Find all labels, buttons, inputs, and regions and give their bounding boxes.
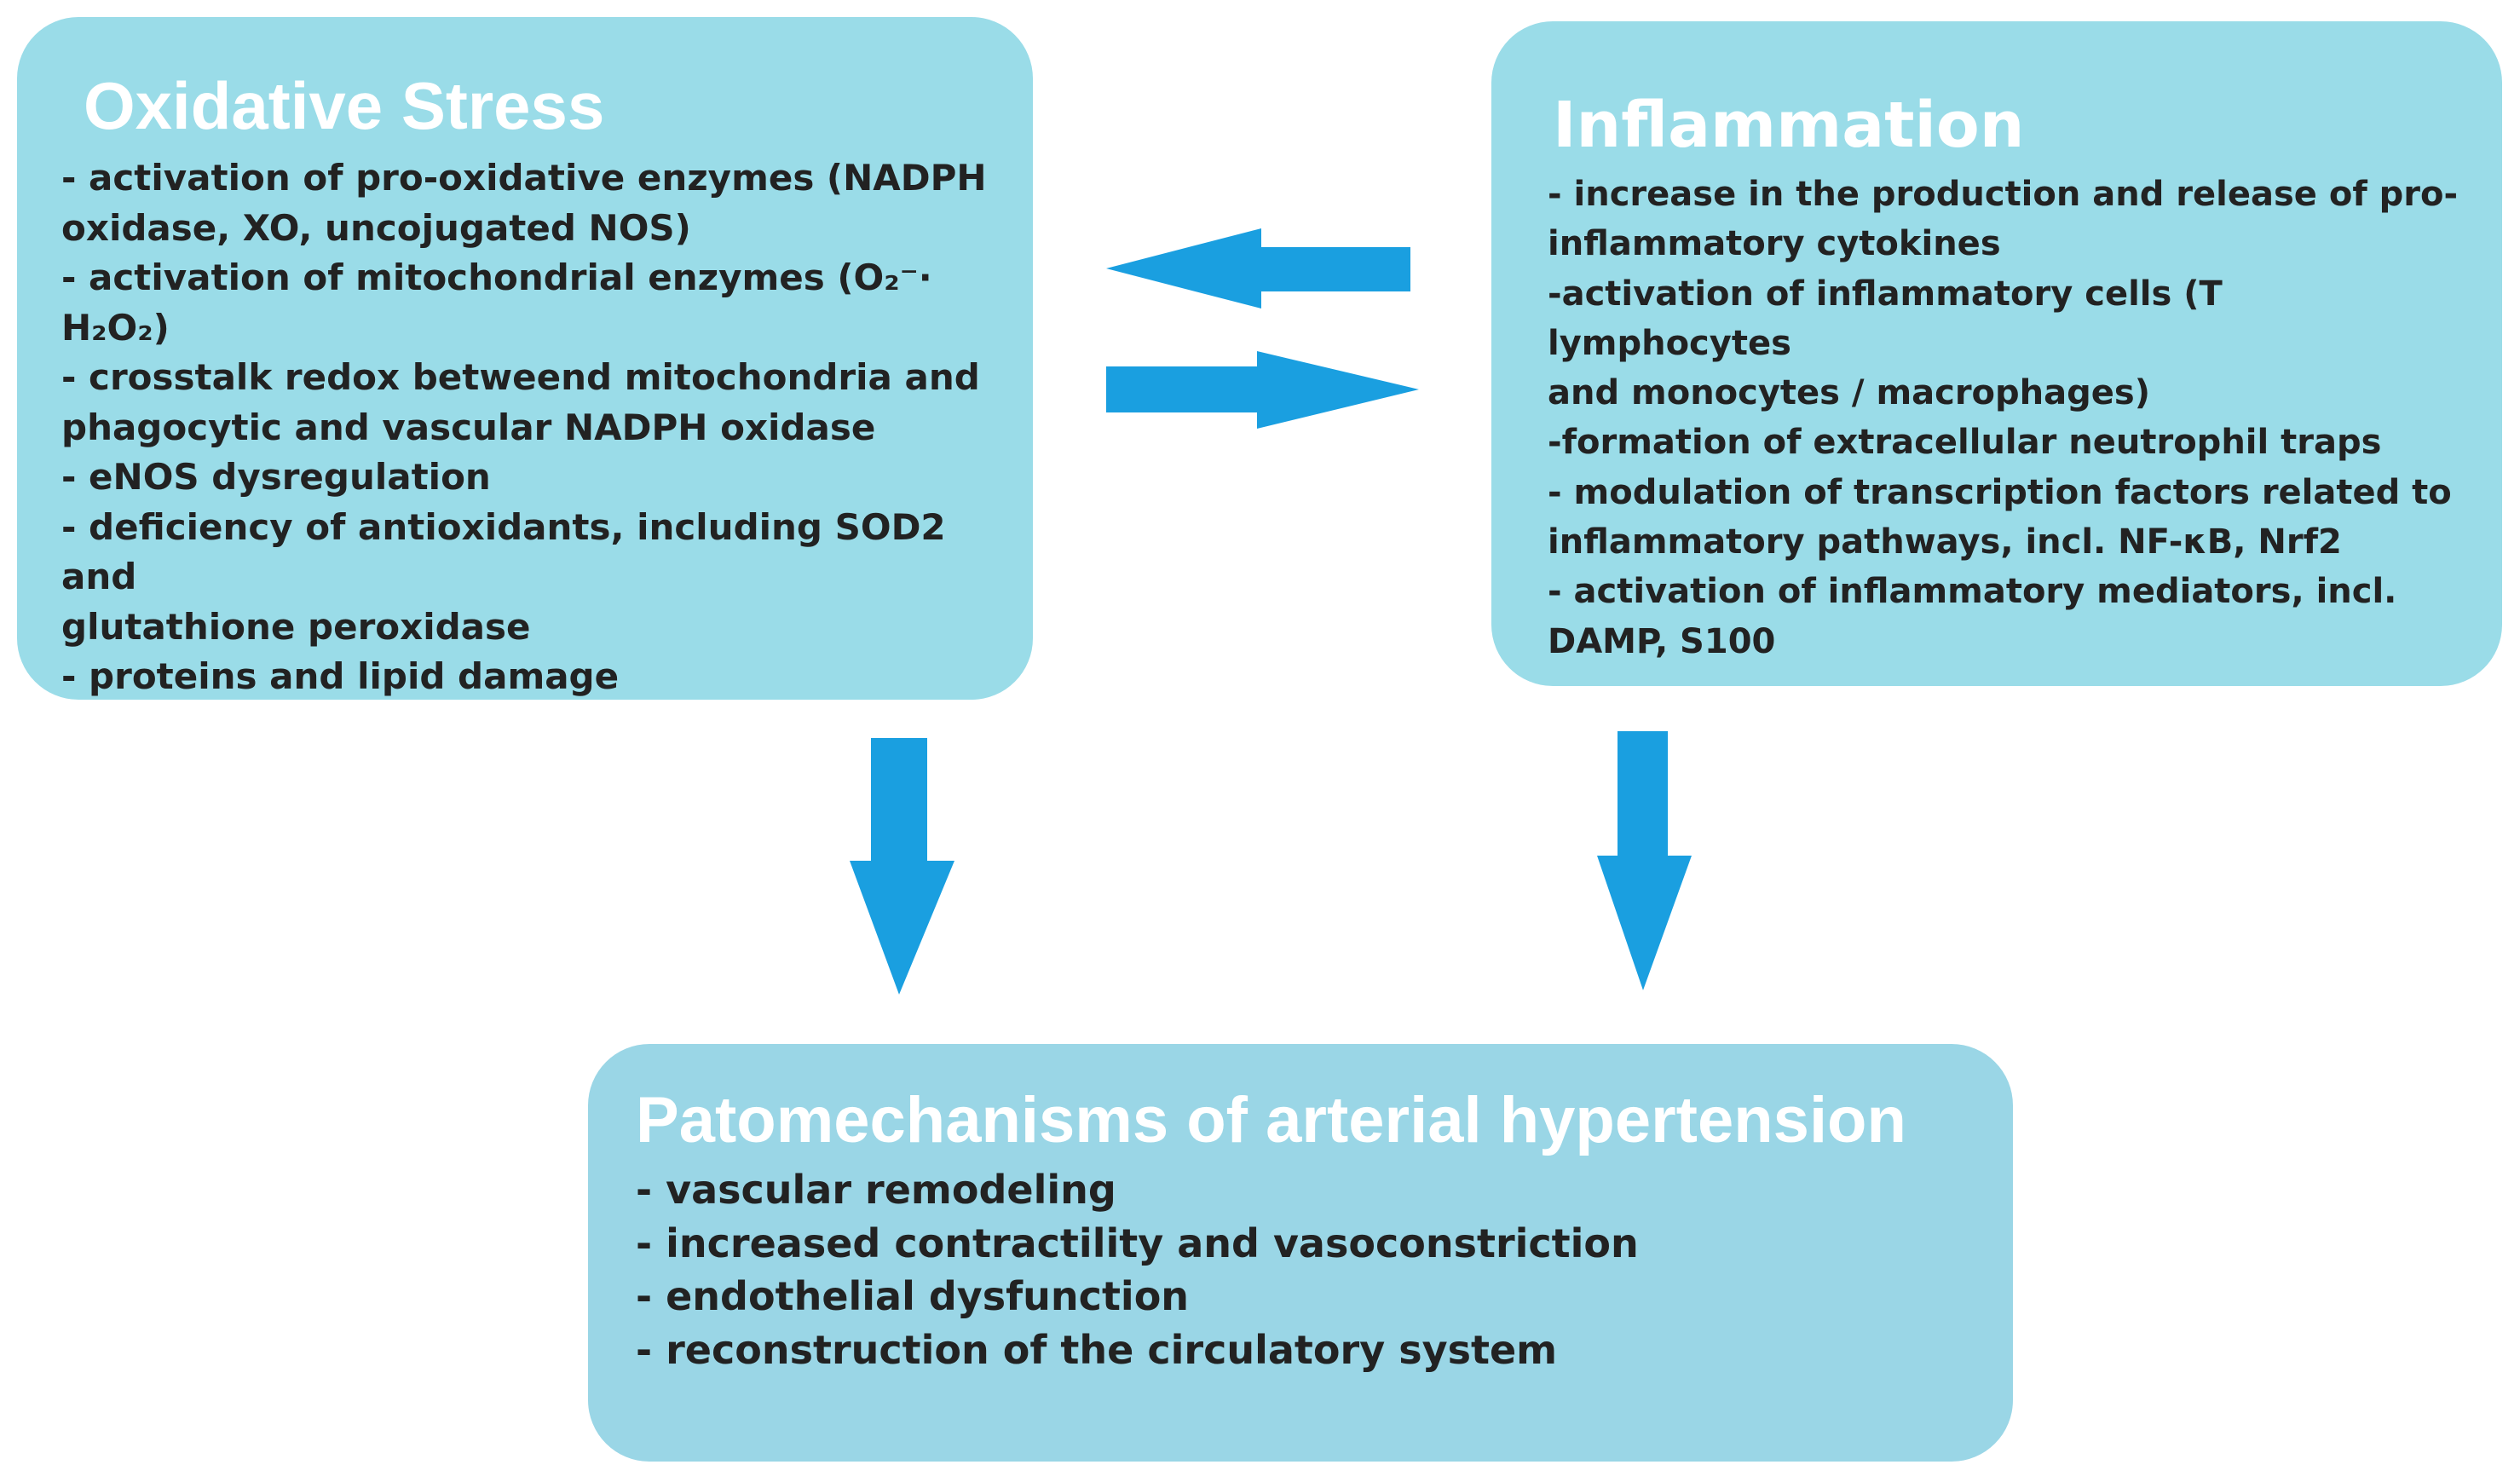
list-item: - modulation of transcription factors re…	[1548, 472, 2452, 512]
inflammation-list: - increase in the production and release…	[1548, 170, 2477, 666]
inflammation-box: Inflammation - increase in the productio…	[1491, 21, 2502, 686]
list-item: inflammatory cytokines	[1548, 224, 2001, 264]
list-item: - vascular remodeling	[636, 1167, 1116, 1213]
list-item: - activation of inflammatory mediators, …	[1548, 572, 2397, 612]
list-item: - reconstruction of the circulatory syst…	[636, 1326, 1558, 1373]
arrow-down-right-icon	[1597, 731, 1692, 990]
list-item: - proteins and lipid damage	[61, 655, 620, 697]
list-item: -activation of inflammatory cells (T lym…	[1548, 274, 2223, 363]
oxidative-stress-list: - activation of pro-oxidative enzymes (N…	[61, 153, 999, 702]
list-item: - endothelial dysfunction	[636, 1273, 1190, 1319]
list-item: - crosstalk redox betweend mitochondria …	[61, 356, 980, 398]
list-item: - increase in the production and release…	[1548, 175, 2459, 214]
hypertension-box: Patomechanisms of arterial hypertension …	[588, 1044, 2013, 1462]
list-item: - deficiency of antioxidants, including …	[61, 505, 946, 598]
list-item: -formation of extracellular neutrophil t…	[1548, 423, 2382, 463]
list-item: glutathione peroxidase	[61, 605, 531, 648]
oxidative-stress-title: Oxidative Stress	[84, 68, 605, 143]
list-item: inflammatory pathways, incl. NF-κB, Nrf2	[1548, 522, 2342, 562]
arrow-down-left-icon	[850, 738, 954, 995]
list-item: DAMP, S100	[1548, 621, 1776, 661]
oxidative-stress-box: Oxidative Stress - activation of pro-oxi…	[17, 17, 1033, 700]
list-item: - increased contractility and vasoconstr…	[636, 1220, 1639, 1266]
list-item: oxidase, XO, uncojugated NOS)	[61, 206, 691, 249]
arrow-left-icon	[1106, 228, 1410, 309]
hypertension-list: - vascular remodeling - increased contra…	[636, 1163, 1987, 1376]
arrow-right-icon	[1106, 351, 1419, 429]
list-item: - activation of pro-oxidative enzymes (N…	[61, 157, 987, 199]
list-item: - eNOS dysregulation	[61, 456, 491, 498]
inflammation-title: Inflammation	[1553, 89, 2025, 162]
list-item: - activation of mitochondrial enzymes (O…	[61, 257, 932, 349]
list-item: phagocytic and vascular NADPH oxidase	[61, 406, 876, 448]
list-item: and monocytes / macrophages)	[1548, 373, 2150, 413]
hypertension-title: Patomechanisms of arterial hypertension	[636, 1084, 1906, 1156]
